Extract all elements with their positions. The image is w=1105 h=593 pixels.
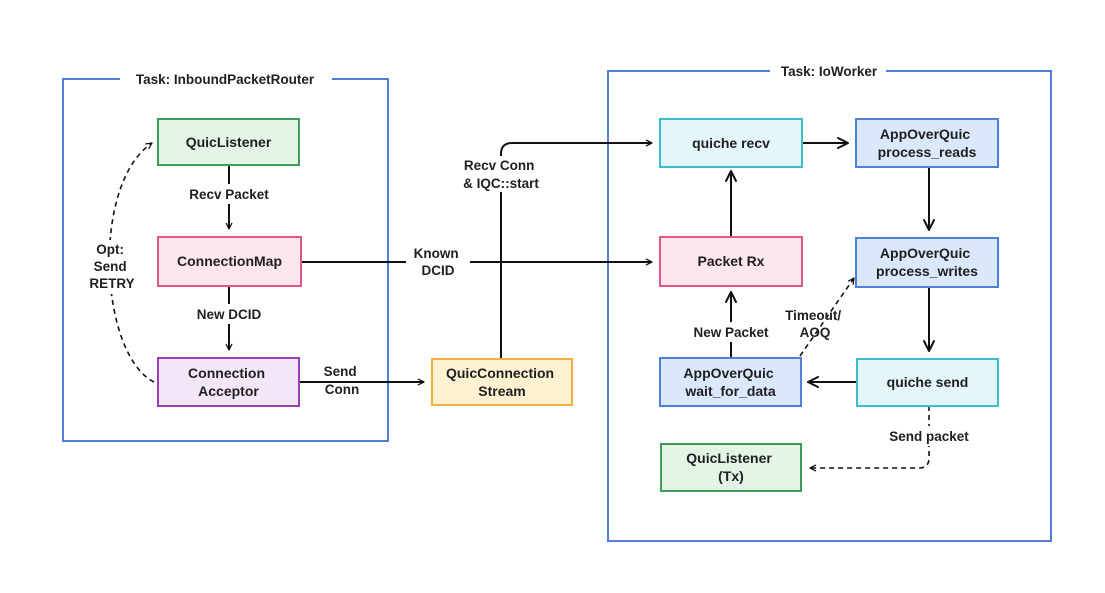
label-bg-send-packet [878, 426, 980, 446]
group-inbound-packet-router: Task: InboundPacketRouter [62, 71, 389, 442]
nodes: QuicListener ConnectionMap Connection Ac… [157, 118, 999, 492]
group-title-bg-router [120, 71, 332, 88]
edge-label-timeout-aoq: Timeout/ AOQ [785, 308, 845, 340]
node-quiche-send: quiche send [856, 358, 999, 407]
node-label-aoq-process-writes: AppOverQuic process_writes [876, 245, 978, 279]
node-quic-listener: QuicListener [157, 118, 300, 166]
group-title-bg-worker [770, 63, 886, 80]
node-box-aoq-process-writes [855, 237, 999, 288]
label-bg-new-dcid [184, 304, 274, 324]
node-quic-connection-stream: QuicConnection Stream [431, 358, 573, 406]
node-quic-listener-tx: QuicListener (Tx) [660, 443, 802, 492]
edge-label-known-dcid: Known DCID [414, 246, 463, 278]
node-quiche-recv: quiche recv [659, 118, 803, 168]
group-title-router: Task: InboundPacketRouter [136, 72, 315, 87]
edge-label-recv-conn-start: Recv Conn & IQC::start [463, 158, 539, 191]
node-label-aoq-process-reads: AppOverQuic process_reads [878, 126, 977, 160]
node-packet-rx: Packet Rx [659, 236, 803, 287]
label-bg-recv-packet [178, 184, 280, 204]
node-label-quic-listener: QuicListener [186, 134, 272, 150]
label-bg-known-dcid [406, 244, 470, 280]
edge-label-send-conn: Send Conn [324, 364, 361, 397]
node-label-quic-connection-stream: QuicConnection Stream [446, 365, 558, 399]
group-io-worker: Task: IoWorker [607, 63, 1052, 542]
edge-label-new-packet: New Packet [693, 325, 769, 340]
node-aoq-process-writes: AppOverQuic process_writes [855, 237, 999, 288]
node-aoq-process-reads: AppOverQuic process_reads [855, 118, 999, 168]
node-box-packet-rx [659, 236, 803, 287]
node-label-quic-listener-tx: QuicListener (Tx) [686, 450, 775, 484]
edge-timeout-aoq [799, 277, 855, 357]
node-label-quiche-recv: quiche recv [692, 135, 770, 151]
node-box-quic-connection-stream [431, 358, 573, 406]
label-bg-opt-send-retry [82, 240, 144, 294]
node-aoq-wait-for-data: AppOverQuic wait_for_data [659, 357, 802, 407]
node-label-connection-map: ConnectionMap [177, 253, 282, 269]
label-bg-recv-conn-start [448, 156, 554, 192]
edge-label-new-dcid: New DCID [197, 307, 262, 322]
label-bg-new-packet [684, 322, 778, 342]
node-box-connection-acceptor [157, 357, 300, 407]
edge-labels: Recv Packet New DCID Opt: Send RETRY Sen… [82, 156, 980, 446]
node-box-quiche-recv [659, 118, 803, 168]
group-title-worker: Task: IoWorker [781, 64, 878, 79]
node-box-aoq-process-reads [855, 118, 999, 168]
node-connection-acceptor: Connection Acceptor [157, 357, 300, 407]
edge-label-recv-packet: Recv Packet [189, 187, 269, 202]
node-box-quic-listener [157, 118, 300, 166]
node-connection-map: ConnectionMap [157, 236, 302, 287]
node-label-quiche-send: quiche send [887, 374, 969, 390]
node-label-packet-rx: Packet Rx [698, 253, 765, 269]
node-box-quiche-send [856, 358, 999, 407]
node-box-quic-listener-tx [660, 443, 802, 492]
node-box-connection-map [157, 236, 302, 287]
edge-recv-conn-start [500, 139, 653, 359]
label-bg-send-conn [316, 362, 368, 376]
node-box-aoq-wait-for-data [659, 357, 802, 407]
node-label-aoq-wait-for-data: AppOverQuic wait_for_data [683, 365, 777, 399]
node-label-connection-acceptor: Connection Acceptor [188, 365, 269, 399]
edge-label-send-packet: Send packet [889, 429, 969, 444]
edge-label-opt-send-retry: Opt: Send RETRY [89, 242, 134, 291]
